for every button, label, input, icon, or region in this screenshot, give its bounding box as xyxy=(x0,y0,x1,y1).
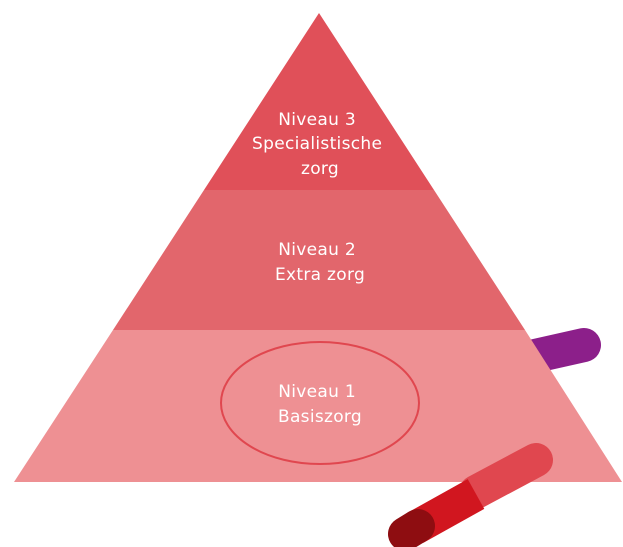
level-2-title: Niveau 2 xyxy=(278,240,356,260)
level-2-label: Niveau 2 Extra zorg xyxy=(275,240,365,285)
pyramid-level-2 xyxy=(113,190,525,330)
level-1-highlight-ellipse xyxy=(220,341,420,465)
red-marker-icon xyxy=(388,443,553,547)
pyramid-level-1 xyxy=(14,330,622,482)
level-1-line-2: Basiszorg xyxy=(278,407,362,427)
level-3-title: Niveau 3 xyxy=(278,110,356,130)
level-3-line-2: Specialistische xyxy=(252,134,382,154)
level-1-title: Niveau 1 xyxy=(278,382,356,402)
level-2-line-2: Extra zorg xyxy=(275,265,365,285)
level-3-line-3: zorg xyxy=(301,159,339,179)
pyramid-level-3 xyxy=(204,13,434,190)
level-1-label: Niveau 1 Basiszorg xyxy=(278,382,362,427)
level-3-label: Niveau 3 Specialistische zorg xyxy=(252,110,388,179)
